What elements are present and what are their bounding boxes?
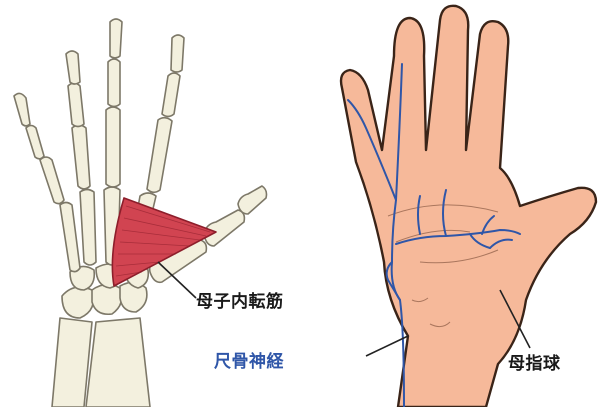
metacarpal-5 bbox=[60, 203, 80, 272]
thenar-eminence-label: 母指球 bbox=[508, 349, 561, 374]
metacarpal-4 bbox=[80, 190, 96, 266]
phalanx bbox=[162, 73, 180, 117]
phalanx bbox=[14, 93, 30, 126]
phalanx bbox=[204, 210, 244, 246]
palm-creases bbox=[388, 205, 498, 327]
phalanx bbox=[171, 35, 184, 72]
adductor-pollicis-label: 母子内転筋 bbox=[196, 287, 284, 312]
carpal-bone bbox=[92, 284, 122, 314]
phalanx bbox=[66, 51, 80, 84]
phalanx bbox=[26, 126, 44, 159]
radius-bone bbox=[86, 318, 150, 407]
skeletal-hand-illustration bbox=[0, 0, 300, 407]
phalanx bbox=[238, 186, 267, 214]
phalanx bbox=[106, 107, 120, 187]
phalanx bbox=[40, 157, 64, 204]
ulnar-nerve bbox=[348, 64, 520, 407]
hand-skin bbox=[341, 6, 596, 407]
phalanx bbox=[147, 118, 172, 193]
carpal-bone bbox=[62, 287, 94, 318]
ulnar-leader-line bbox=[366, 336, 408, 356]
phalanx bbox=[108, 59, 120, 107]
phalanx bbox=[72, 125, 90, 189]
phalanx bbox=[110, 19, 122, 58]
ulnar-nerve-label: 尺骨神経 bbox=[214, 347, 284, 372]
phalanx bbox=[68, 83, 84, 127]
thenar-leader-line bbox=[500, 290, 530, 348]
ulna-bone bbox=[52, 318, 92, 407]
